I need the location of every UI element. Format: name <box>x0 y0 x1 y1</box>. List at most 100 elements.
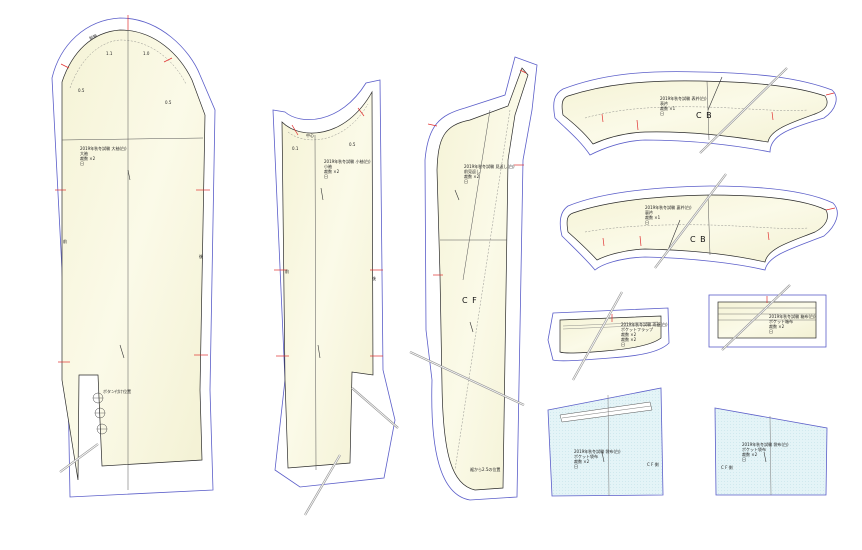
seam-allowance-outline <box>559 185 838 271</box>
cut-tick <box>469 321 474 333</box>
cut-tick <box>601 451 605 463</box>
seam-allowance-outline <box>708 294 827 348</box>
svg-text:2019年秋冬試験 雨蓋(白): 2019年秋冬試験 雨蓋(白) <box>621 321 668 327</box>
center-back-line <box>707 194 711 256</box>
piece-corner-label: 中心 <box>306 132 314 138</box>
seam-allowance-outline <box>272 79 396 488</box>
stitch-line <box>584 106 809 119</box>
piece-sleeve-top[interactable]: 前袖 1.1 1.0 0.5 0.5 前 後 ボタン付け位置 2019年秋冬試験… <box>51 15 216 498</box>
grain-line <box>462 109 491 281</box>
measure-label: 0.5 <box>165 100 172 105</box>
grain-line <box>314 134 317 471</box>
piece-info-block: 2019年秋冬試験 見返し(白) 前見返し 裁数 ×2 日 <box>464 163 515 184</box>
svg-text:日: 日 <box>574 464 578 469</box>
grain-arrow <box>59 443 99 473</box>
piece-info-block: 2019年秋冬試験 表衿(白) 表衿 裁数 ×1 日 <box>660 95 707 116</box>
pocket-bag-fill <box>714 407 828 496</box>
measure-label: 0.1 <box>292 146 299 151</box>
notch <box>427 123 438 127</box>
center-back-line <box>706 80 710 141</box>
svg-text:小袖: 小袖 <box>324 163 332 169</box>
svg-text:裏衿: 裏衿 <box>645 209 653 215</box>
seam-allowance-outline <box>547 307 670 362</box>
notch <box>771 111 774 121</box>
notch <box>519 69 527 74</box>
stitch-line <box>561 405 652 419</box>
measure-label: 0.5 <box>78 88 85 93</box>
svg-text:大袖: 大袖 <box>80 150 88 156</box>
center-front-side-label: C F 側 <box>721 464 733 470</box>
center-front-label: C F <box>462 296 478 305</box>
stitch-line <box>69 39 187 89</box>
svg-text:裁数 ×1: 裁数 ×1 <box>645 214 661 220</box>
grain-arrow <box>699 67 788 154</box>
notch <box>639 235 642 247</box>
notch <box>291 124 299 136</box>
piece-front-facing[interactable]: C F 裾から2.5の位置 2019年秋冬試験 見返し(白) 前見返し 裁数 ×… <box>409 56 538 501</box>
svg-text:日: 日 <box>645 220 649 225</box>
notch <box>767 231 770 241</box>
svg-text:ポケットフラップ: ポケットフラップ <box>621 326 653 332</box>
grain-line <box>769 415 772 496</box>
measure-label: 1.0 <box>143 51 150 56</box>
svg-text:日: 日 <box>464 179 468 184</box>
stitch-line <box>584 224 809 233</box>
piece-info-block: 2019年秋冬試験 袋布(白) ポケット袋布 裁数 ×2 日 <box>574 448 621 469</box>
grain-arrow <box>654 173 727 269</box>
piece-sleeve-under[interactable]: 中心 0.1 0.5 前 後 2019年秋冬試験 小袖(白) 小袖 裁数 ×2 … <box>272 79 399 516</box>
cut-tick <box>320 187 324 201</box>
stitch-line <box>454 109 511 471</box>
svg-text:2019年秋冬試験 小袖(白): 2019年秋冬試験 小袖(白) <box>324 158 371 164</box>
cut-line <box>61 29 206 481</box>
piece-collar-top[interactable]: C B 2019年秋冬試験 表衿(白) 表衿 裁数 ×1 日 <box>553 67 837 156</box>
svg-text:裁数 ×2: 裁数 ×2 <box>80 155 96 161</box>
cut-line <box>561 80 828 145</box>
hem-label: 裾から2.5の位置 <box>470 466 500 472</box>
svg-text:2019年秋冬試験 袋布(白): 2019年秋冬試験 袋布(白) <box>742 441 789 447</box>
side-mark: 前 <box>285 268 289 274</box>
cut-line <box>566 194 828 263</box>
piece-pocket-bag-right[interactable]: C F 側 2019年秋冬試験 袋布(白) ポケット袋布 裁数 ×2 日 <box>714 407 828 496</box>
cut-tick <box>707 76 723 111</box>
cut-line <box>559 315 662 354</box>
svg-text:裁数 ×2: 裁数 ×2 <box>742 451 758 457</box>
notch <box>357 107 365 117</box>
svg-text:日: 日 <box>324 174 328 179</box>
svg-text:2019年秋冬試験 表衿(白): 2019年秋冬試験 表衿(白) <box>660 95 707 101</box>
piece-welt[interactable]: 2019年秋冬試験 箱布(白) ポケット箱布 裁数 ×2 日 <box>708 284 827 351</box>
measure-label: 0.5 <box>349 142 356 147</box>
svg-text:日: 日 <box>769 329 773 334</box>
svg-text:裁数 ×2: 裁数 ×2 <box>769 323 785 329</box>
piece-collar-under[interactable]: C B 2019年秋冬試験 裏衿(白) 裏衿 裁数 ×1 日 <box>559 173 838 271</box>
center-back-label: C B <box>690 235 707 244</box>
grain-arrow <box>721 284 791 351</box>
svg-text:日: 日 <box>621 342 625 347</box>
grain-line <box>607 394 610 497</box>
svg-text:裁数 ×2: 裁数 ×2 <box>464 173 480 179</box>
svg-text:2019年秋冬試験 見返し(白): 2019年秋冬試験 見返し(白) <box>464 163 515 169</box>
notch <box>825 207 836 211</box>
svg-text:裁数 ×2: 裁数 ×2 <box>324 168 340 174</box>
svg-text:日: 日 <box>660 111 664 116</box>
svg-text:裁数 ×2: 裁数 ×2 <box>574 458 590 464</box>
svg-text:裁数 ×2: 裁数 ×2 <box>621 331 637 337</box>
svg-text:日: 日 <box>80 161 84 166</box>
side-mark: 後 <box>372 275 376 281</box>
svg-text:2019年秋冬試験 袋布(白): 2019年秋冬試験 袋布(白) <box>574 448 621 454</box>
button-position-label: ボタン付け位置 <box>103 388 131 394</box>
svg-text:表衿: 表衿 <box>660 100 668 106</box>
stitch-line <box>562 324 659 330</box>
svg-text:日: 日 <box>742 457 746 462</box>
svg-text:裁数 ×1: 裁数 ×1 <box>660 105 676 111</box>
cut-tick <box>667 219 681 251</box>
piece-pocket-flap[interactable]: 2019年秋冬試験 雨蓋(白) ポケットフラップ 裁数 ×2 裁数 ×2 日 <box>547 291 670 381</box>
center-back-label: C B <box>696 111 713 120</box>
cut-tick <box>763 451 767 463</box>
cut-line <box>436 67 529 491</box>
piece-pocket-bag-left[interactable]: C F 側 2019年秋冬試験 袋布(白) ポケット袋布 裁数 ×2 日 <box>547 387 664 497</box>
measure-label: 1.1 <box>106 51 113 56</box>
grain-arrow <box>304 454 341 516</box>
seam-allowance-outline <box>51 17 216 498</box>
svg-text:ポケット袋布: ポケット袋布 <box>574 453 598 459</box>
svg-text:ポケット袋布: ポケット袋布 <box>742 446 766 452</box>
